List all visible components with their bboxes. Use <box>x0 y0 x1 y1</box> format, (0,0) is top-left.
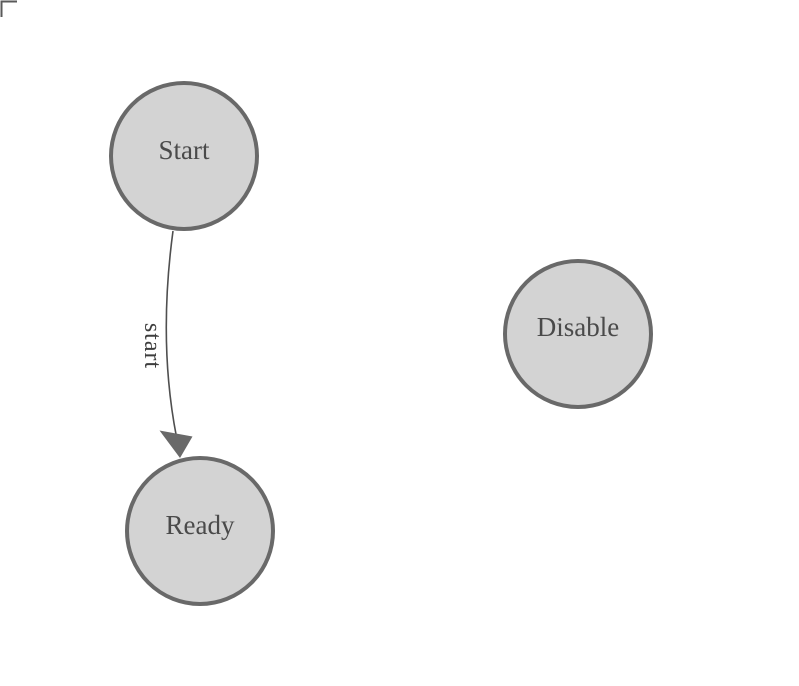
node-ready[interactable]: Ready <box>125 456 275 606</box>
node-start-circle[interactable] <box>109 81 259 231</box>
node-ready-label: Ready <box>166 510 235 540</box>
canvas-origin-marker-icon <box>0 0 17 17</box>
edge-start-to-ready[interactable]: start <box>139 230 193 458</box>
edge-arrowhead-icon <box>159 430 193 458</box>
node-start-label: Start <box>159 135 210 165</box>
node-disable-label: Disable <box>537 312 619 342</box>
node-ready-circle[interactable] <box>125 456 275 606</box>
edge-path[interactable] <box>165 230 178 438</box>
edge-label[interactable]: start <box>139 323 165 369</box>
node-start[interactable]: Start <box>109 81 259 231</box>
node-disable[interactable]: Disable <box>503 259 653 409</box>
node-disable-circle[interactable] <box>503 259 653 409</box>
